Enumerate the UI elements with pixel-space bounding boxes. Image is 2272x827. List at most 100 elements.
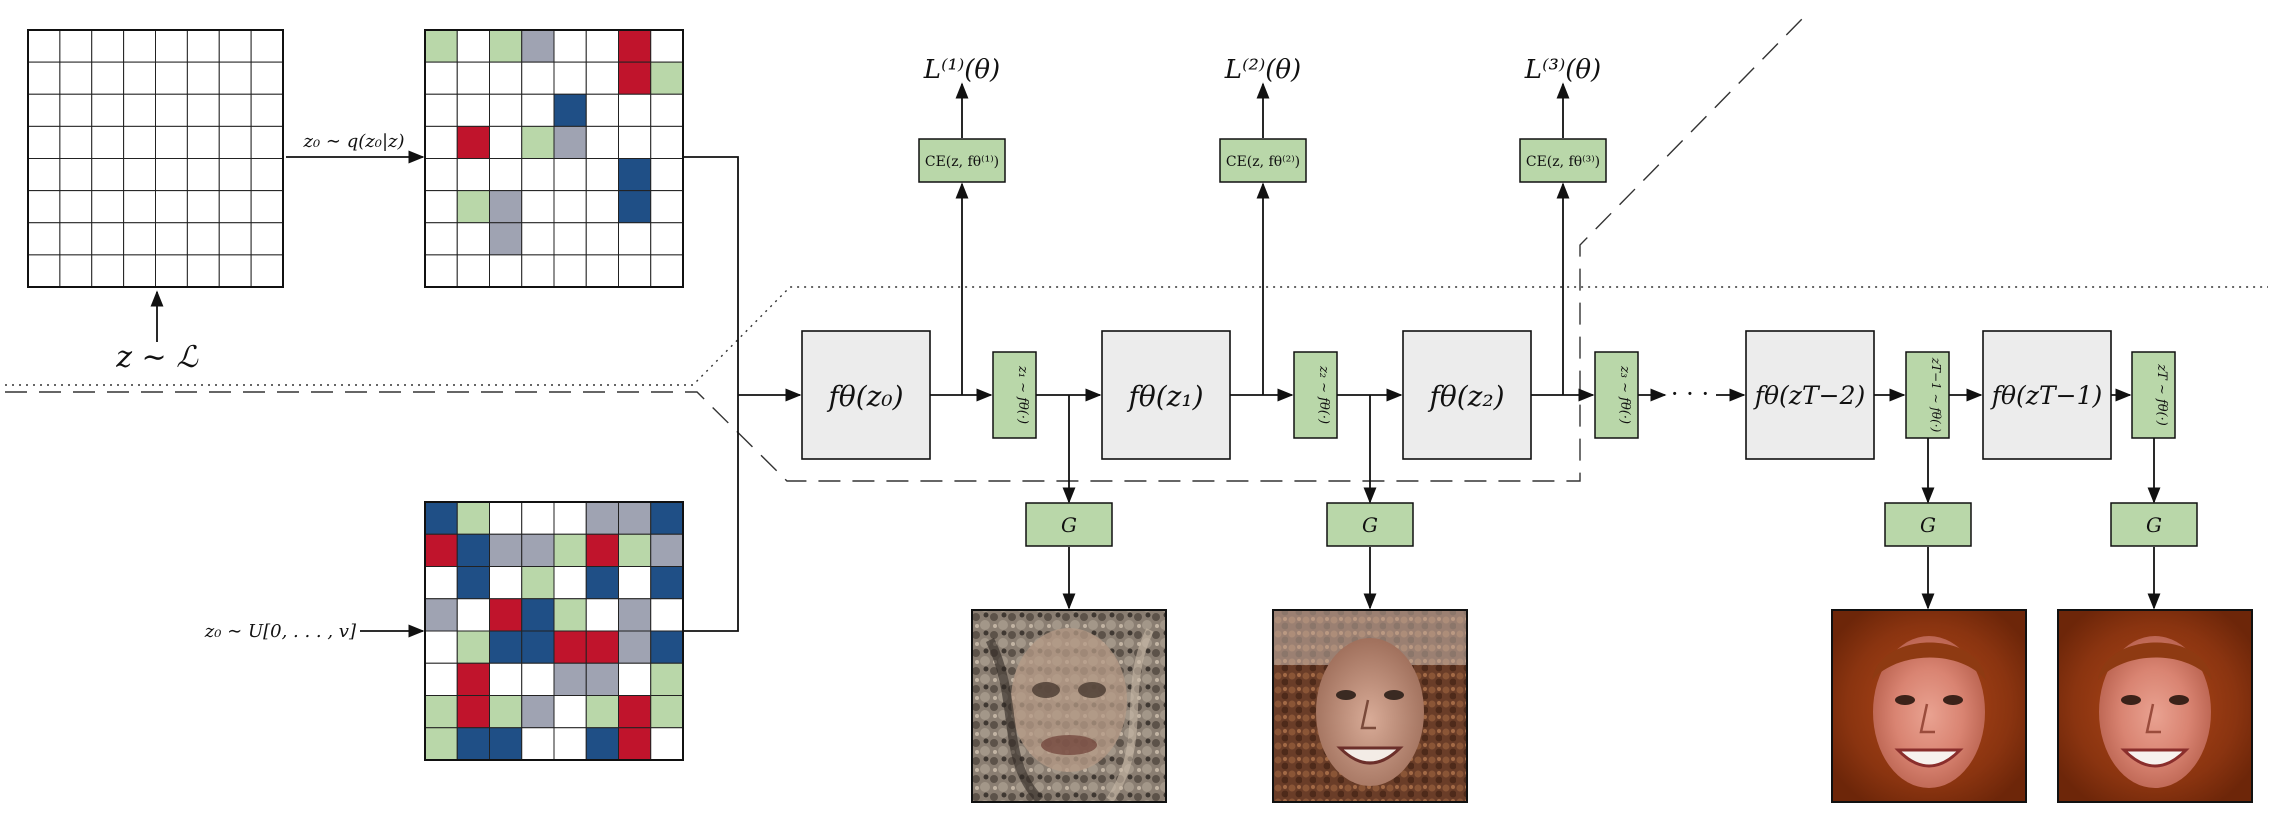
f-block-label: fθ(z₀) <box>826 380 903 413</box>
grid-cell <box>218 158 252 192</box>
grid-border <box>424 29 684 288</box>
grid-cell <box>186 222 220 256</box>
grid-cell <box>553 222 587 256</box>
grid-cell <box>456 190 490 224</box>
loss-label: L⁽²⁾(θ) <box>1224 55 1301 85</box>
grid-cell <box>27 29 61 63</box>
empty-latent-grid <box>27 29 284 288</box>
grid-cell <box>91 222 125 256</box>
grid-cell <box>250 190 284 224</box>
grid-cell <box>424 158 458 192</box>
grid-cell <box>585 630 619 664</box>
grid-cell <box>521 533 555 567</box>
loss-label: L⁽³⁾(θ) <box>1524 55 1601 85</box>
region-outlines <box>5 17 2268 482</box>
grid-cell <box>521 598 555 632</box>
f-block-label: fθ(z₂) <box>1427 380 1504 413</box>
grid-cell <box>155 190 188 224</box>
grid-cell <box>59 158 93 192</box>
f-block: fθ(zT−2) <box>1745 330 1875 460</box>
f-block: fθ(z₁) <box>1101 330 1231 460</box>
uniform-label: z₀ ∼ U[0, . . . , v] <box>204 621 357 642</box>
grid-cell <box>456 727 490 761</box>
grid-cell <box>585 727 619 761</box>
grid-cell <box>618 222 652 256</box>
grid-cell <box>585 93 619 127</box>
grid-cell <box>489 533 523 567</box>
grid-cell <box>186 61 220 95</box>
grid-cell <box>489 630 523 664</box>
grid-cell <box>585 125 619 160</box>
grid-cell <box>250 222 284 256</box>
grid-cell <box>27 93 61 127</box>
grid-cell <box>521 190 555 224</box>
grid-cell <box>489 61 523 95</box>
grid-cell <box>456 29 490 63</box>
grid-cell <box>424 598 458 632</box>
grid-cell <box>585 158 619 192</box>
grid-cell <box>456 598 490 632</box>
grid-cell <box>521 695 555 729</box>
grid-cell <box>618 695 652 729</box>
grid-cell <box>456 695 490 729</box>
grid-cell <box>218 93 252 127</box>
grid-cell <box>618 158 652 192</box>
grid-cell <box>553 630 587 664</box>
grid-cell <box>585 190 619 224</box>
grid-cell <box>123 158 157 192</box>
grid-cell <box>553 158 587 192</box>
grid-cell <box>250 158 284 192</box>
grid-cell <box>553 254 587 288</box>
grid-cell <box>553 93 587 127</box>
sampler-label: z₃ ∼ fθ(·) <box>1617 365 1632 424</box>
grid-cell <box>186 29 220 63</box>
grid-cell <box>424 29 458 63</box>
grid-cell <box>424 727 458 761</box>
face-image-final <box>1832 610 2026 802</box>
grid-cell <box>585 501 619 535</box>
grid-cell <box>521 93 555 127</box>
grid-cell <box>59 254 93 288</box>
grid-cell <box>521 222 555 256</box>
grid-cell <box>218 222 252 256</box>
grid-cell <box>27 125 61 160</box>
grid-cell <box>91 93 125 127</box>
dotted-outline <box>5 286 2268 386</box>
decoder-block: G <box>1326 502 1414 547</box>
grid-cell <box>424 566 458 600</box>
grid-cell <box>155 61 188 95</box>
grid-border <box>27 29 284 288</box>
posterior-label: z₀ ∼ q(z₀|z) <box>302 131 404 152</box>
grid-cell <box>618 29 652 63</box>
grid-cell <box>123 254 157 288</box>
grid-cell <box>155 158 188 192</box>
grid-cell <box>521 566 555 600</box>
grid-cell <box>250 125 284 160</box>
grid-cell <box>218 190 252 224</box>
grid-cell <box>521 29 555 63</box>
f-block: fθ(z₂) <box>1402 330 1532 460</box>
ce-label: CE(z, fθ⁽³⁾) <box>1526 154 1600 170</box>
grid-cell <box>27 222 61 256</box>
uniform-merge-line <box>684 395 739 632</box>
grid-cell <box>456 93 490 127</box>
decoder-label: G <box>1061 513 1077 537</box>
grid-cell <box>123 29 157 63</box>
grid-cell <box>650 533 684 567</box>
grid-cell <box>424 254 458 288</box>
grid-cell <box>155 93 188 127</box>
grid-cell <box>489 158 523 192</box>
grid-cell <box>650 566 684 600</box>
grid-cell <box>553 662 587 696</box>
decoder-branches <box>1062 395 2161 610</box>
grid-cell <box>456 662 490 696</box>
grid-cell <box>27 190 61 224</box>
decoder-label: G <box>1362 513 1378 537</box>
face-image-noisy <box>972 610 1166 802</box>
grid-cell <box>186 190 220 224</box>
f-block: fθ(z₀) <box>801 330 931 460</box>
grid-cell <box>489 222 523 256</box>
grid-cell <box>650 598 684 632</box>
sampler-label: zT−1 ∼ fθ(·) <box>1929 357 1943 433</box>
